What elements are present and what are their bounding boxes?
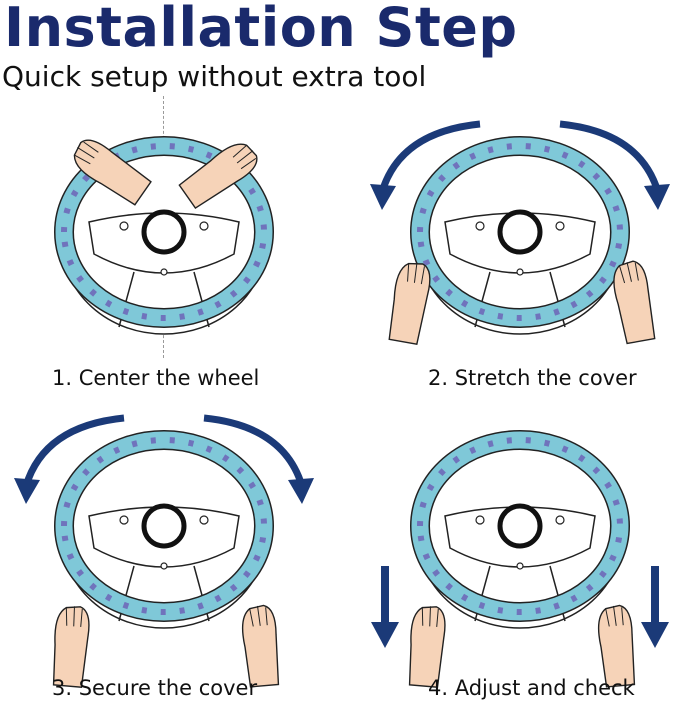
arrow-icon bbox=[559, 120, 670, 210]
arrow-icon bbox=[203, 414, 314, 504]
steering-wheel-icon bbox=[54, 136, 275, 335]
step-3-caption: 3. Secure the cover bbox=[52, 676, 258, 700]
hand-icon bbox=[408, 606, 446, 688]
step-4-caption: 4. Adjust and check bbox=[428, 676, 635, 700]
steering-wheel-icon bbox=[370, 120, 670, 345]
hand-icon bbox=[241, 604, 280, 688]
step-1-caption: 1. Center the wheel bbox=[52, 366, 260, 390]
step-1-illustration bbox=[14, 114, 314, 414]
page-subtitle: Quick setup without extra tool bbox=[2, 60, 427, 93]
page-title: Installation Step bbox=[4, 0, 518, 59]
steering-wheel-icon bbox=[14, 414, 314, 688]
arrow-icon bbox=[371, 566, 399, 648]
arrow-icon bbox=[14, 414, 125, 504]
arrow-icon bbox=[370, 120, 481, 210]
steering-wheel-icon bbox=[371, 430, 669, 688]
step-2-illustration bbox=[370, 114, 670, 414]
hand-icon bbox=[597, 604, 636, 688]
step-4-illustration bbox=[370, 408, 670, 708]
hand-icon bbox=[613, 260, 656, 345]
hand-icon bbox=[178, 143, 258, 210]
step-3-illustration bbox=[14, 408, 314, 708]
arrow-icon bbox=[641, 566, 669, 648]
hand-icon bbox=[388, 262, 431, 345]
step-2-caption: 2. Stretch the cover bbox=[428, 366, 637, 390]
hand-icon bbox=[52, 606, 90, 688]
hand-icon bbox=[73, 139, 152, 206]
